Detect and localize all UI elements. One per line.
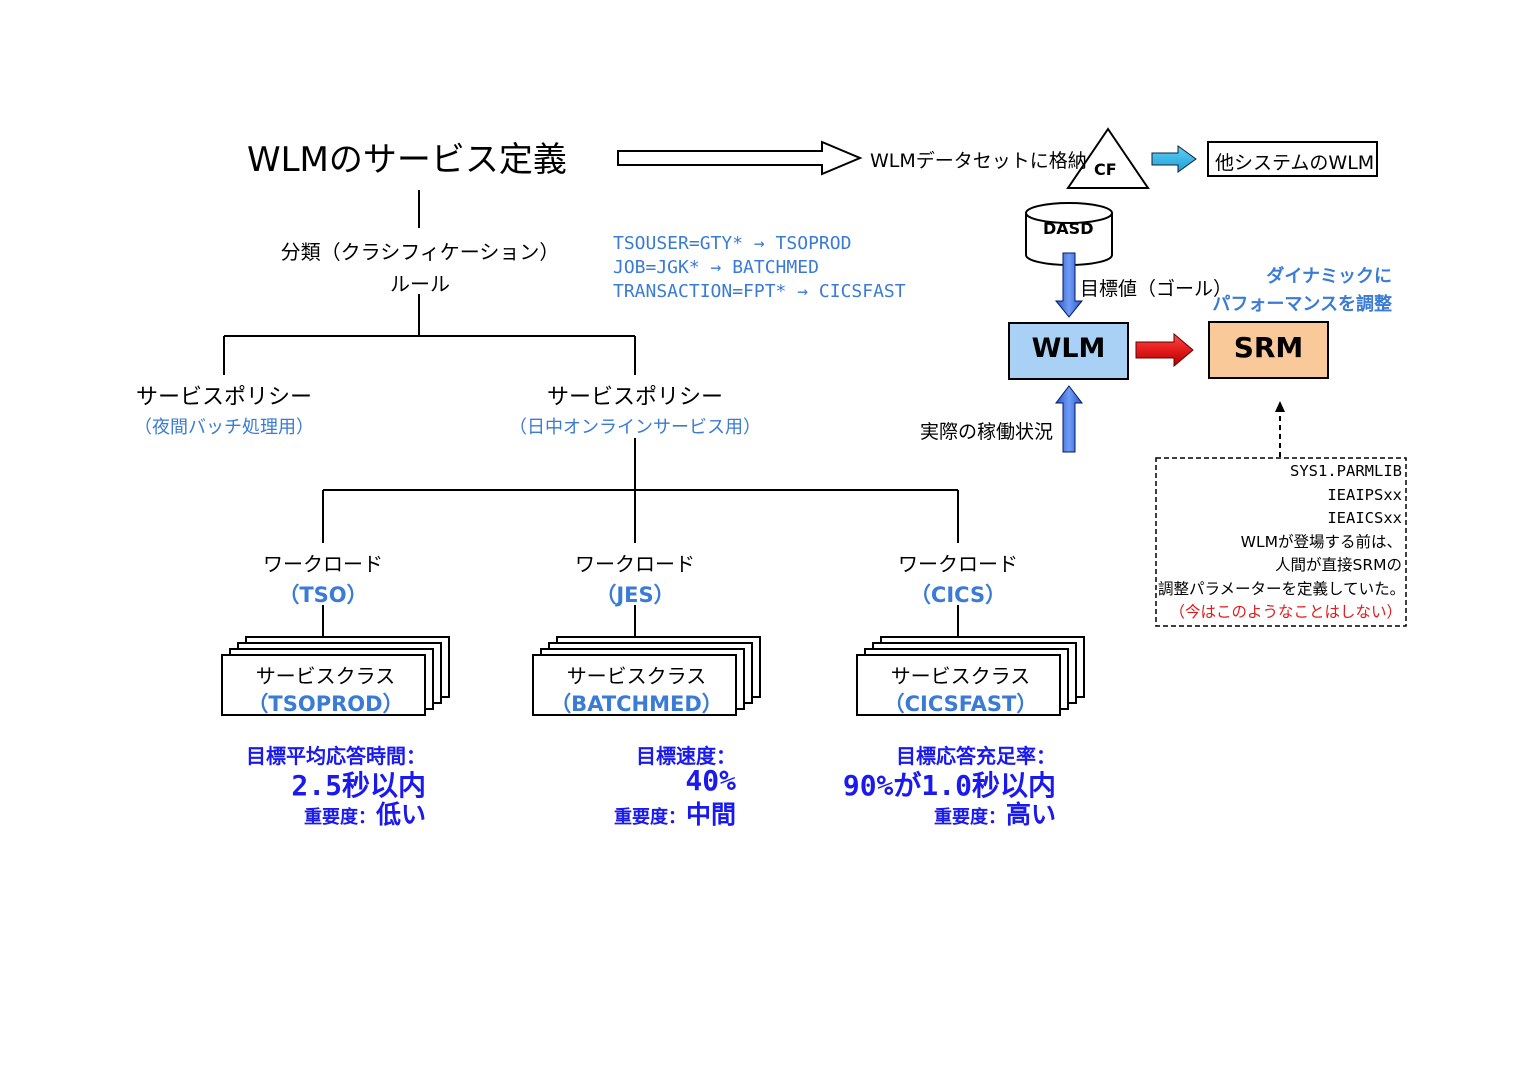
policy-2-note: （日中オンラインサービス用） [509, 417, 761, 438]
classification-line-2: ルール [390, 272, 450, 296]
goal-1-head: 目標平均応答時間： [246, 744, 426, 768]
goal-arrow [1054, 252, 1084, 318]
service-class-card: サービスクラス （TSOPROD） [221, 654, 426, 716]
workload-2-name: （JES） [595, 583, 675, 607]
workload-3-label: ワークロード [898, 552, 1018, 576]
goal-3-importance: 重要度：高い [820, 800, 1056, 833]
service-class-card: サービスクラス （BATCHMED） [532, 654, 737, 716]
rule-item: TSOUSER=GTY* → TSOPROD [613, 233, 852, 254]
service-class-name: （CICSFAST） [883, 692, 1038, 716]
legacy-line: WLMが登場する前は、 [1240, 532, 1402, 551]
srm-label: SRM [1233, 331, 1304, 364]
importance-label: 重要度： [933, 807, 1006, 828]
legacy-arrowhead [1275, 401, 1285, 412]
goal-1-importance: 重要度：低い [190, 800, 426, 833]
importance-value: 高い [1005, 800, 1056, 829]
goal-3-head: 目標応答充足率： [896, 744, 1056, 768]
cf-triangle [1066, 127, 1150, 189]
workload-1-label: ワークロード [263, 552, 383, 576]
legacy-line: SYS1.PARMLIB [1290, 462, 1402, 480]
importance-value: 中間 [685, 800, 736, 829]
classification-line-1: 分類（クラシフィケーション） [280, 240, 560, 264]
wlm-box: WLM [1008, 322, 1129, 380]
goal-3-value: 90%が1.0秒以内 [842, 769, 1056, 802]
dynamic-note-line-1: ダイナミックに [1266, 266, 1392, 287]
classification-label: 分類（クラシフィケーション） ルール [270, 236, 570, 300]
service-class-name: （TSOPROD） [247, 692, 404, 716]
importance-value: 低い [375, 800, 426, 829]
other-system-box: 他システムのWLM [1207, 141, 1378, 177]
srm-box: SRM [1208, 321, 1329, 379]
legacy-box-border [1155, 457, 1407, 627]
rule-item: JOB=JGK* → BATCHMED [613, 257, 819, 278]
goal-2-importance: 重要度：中間 [500, 800, 736, 833]
legacy-note: （今はこのようなことはしない） [1169, 603, 1402, 621]
workload-2-label: ワークロード [575, 552, 695, 576]
dynamic-note: ダイナミックに パフォーマンスを調整 [1200, 263, 1392, 319]
importance-label: 重要度： [303, 807, 376, 828]
rule-item: TRANSACTION=FPT* → CICSFAST [613, 281, 906, 302]
legacy-line: IEAIPSxx [1327, 485, 1402, 504]
dasd-label: DASD [1043, 219, 1094, 238]
goal-label: 目標値（ゴール） [1080, 278, 1233, 300]
policy-1-label: サービスポリシー [135, 385, 312, 410]
actual-label: 実際の稼働状況 [920, 421, 1054, 443]
importance-label: 重要度： [613, 807, 686, 828]
workload-1-name: （TSO） [278, 583, 368, 607]
wlm-to-srm-arrow [1135, 332, 1194, 368]
service-class-label: サービスクラス [566, 664, 707, 688]
wlm-label: WLM [1031, 333, 1106, 364]
actual-arrow [1054, 385, 1084, 453]
goal-2-head: 目標速度： [636, 744, 736, 768]
other-system-label: 他システムのWLM [1215, 152, 1375, 174]
service-class-label: サービスクラス [890, 664, 1031, 688]
legacy-line: IEAICSxx [1327, 509, 1402, 527]
cyan-arrow [1151, 145, 1197, 173]
page-title: WLMのサービス定義 [247, 140, 567, 180]
store-arrow [617, 140, 863, 176]
dasd-cylinder [1025, 202, 1113, 266]
store-label: WLMデータセットに格納 [870, 150, 1087, 172]
dynamic-note-line-2: パフォーマンスを調整 [1212, 294, 1392, 315]
service-class-label: サービスクラス [255, 664, 396, 688]
legacy-line: 調整パラメーターを定義していた。 [1158, 579, 1406, 598]
goal-1-value: 2.5秒以内 [291, 769, 426, 802]
legacy-line: 人間が直接SRMの [1275, 556, 1402, 574]
workload-3-name: （CICS） [909, 583, 1007, 607]
cf-label: CF [1094, 160, 1117, 179]
service-class-card: サービスクラス （CICSFAST） [856, 654, 1061, 716]
classification-rules-list: TSOUSER=GTY* → TSOPROD JOB=JGK* → BATCHM… [613, 232, 906, 304]
legacy-box: SYS1.PARMLIB IEAIPSxx IEAICSxx WLMが登場する前… [1158, 460, 1406, 625]
service-class-name: （BATCHMED） [550, 692, 723, 716]
policy-2-label: サービスポリシー [546, 385, 723, 410]
goal-2-value: 40% [685, 764, 736, 797]
policy-1-note: （夜間バッチ処理用） [134, 417, 314, 438]
